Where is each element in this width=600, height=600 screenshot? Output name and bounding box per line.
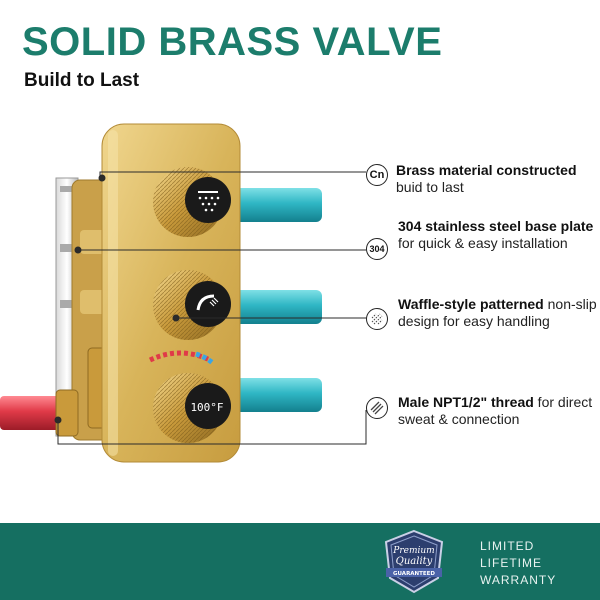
seal-line1: Premium (392, 546, 434, 556)
hand-shower-icon (196, 294, 219, 311)
callout-detail: for quick & easy installation (398, 235, 568, 251)
thermostat-knob[interactable] (153, 373, 231, 443)
waffle-texture-icon (366, 308, 388, 330)
cold-pipe-bottom (222, 378, 322, 412)
callout-heading: 304 stainless steel base plate (398, 218, 594, 234)
seal-line2: Quality (396, 556, 433, 567)
shower-knob-middle[interactable] (153, 270, 231, 340)
rain-shower-icon (198, 191, 220, 212)
callout-detail: buid to last (396, 179, 464, 195)
seal-ribbon: GUARANTEED (393, 571, 435, 577)
cold-pipe-top (222, 188, 322, 222)
callout-stainless-plate: 304 304 stainless steel base plate for q… (366, 218, 596, 278)
callout-detail: for direct sweat & connection (398, 394, 593, 427)
callout-heading: Waffle-style patterned (398, 296, 544, 312)
stainless-304-icon: 304 (366, 238, 388, 260)
page-title: SOLID BRASS VALVE (22, 20, 443, 64)
copper-element-icon: Cn (366, 164, 388, 186)
valve-illustration: 100°F (0, 123, 367, 463)
cold-pipe-middle (222, 290, 322, 324)
premium-quality-seal: Premium Quality GUARANTEED (384, 529, 444, 594)
callout-waffle-pattern: Waffle-style patterned non-slip design f… (366, 296, 597, 352)
shower-knob-top[interactable] (153, 167, 231, 237)
callout-heading: Brass material constructed (396, 162, 577, 178)
hot-pipe (0, 396, 64, 430)
warranty-line: WARRANTY (480, 573, 557, 587)
thread-icon (366, 397, 388, 419)
warranty-line: LIMITED (480, 539, 535, 553)
warranty-line: LIFETIME (480, 556, 543, 570)
callout-brass-material: Cn Brass material constructed buid to la… (366, 162, 596, 202)
temperature-readout: 100°F (190, 401, 223, 414)
page-subtitle: Build to Last (24, 70, 140, 91)
leader-lines (54, 171, 367, 445)
footer-band (0, 523, 600, 600)
callout-heading: Male NPT1/2" thread (398, 394, 534, 410)
callout-npt-thread: Male NPT1/2" thread for direct sweat & c… (366, 394, 596, 434)
warranty-text: LIMITED LIFETIME WARRANTY (480, 538, 556, 589)
callout-detail: non-slip design for easy handling (398, 296, 597, 329)
